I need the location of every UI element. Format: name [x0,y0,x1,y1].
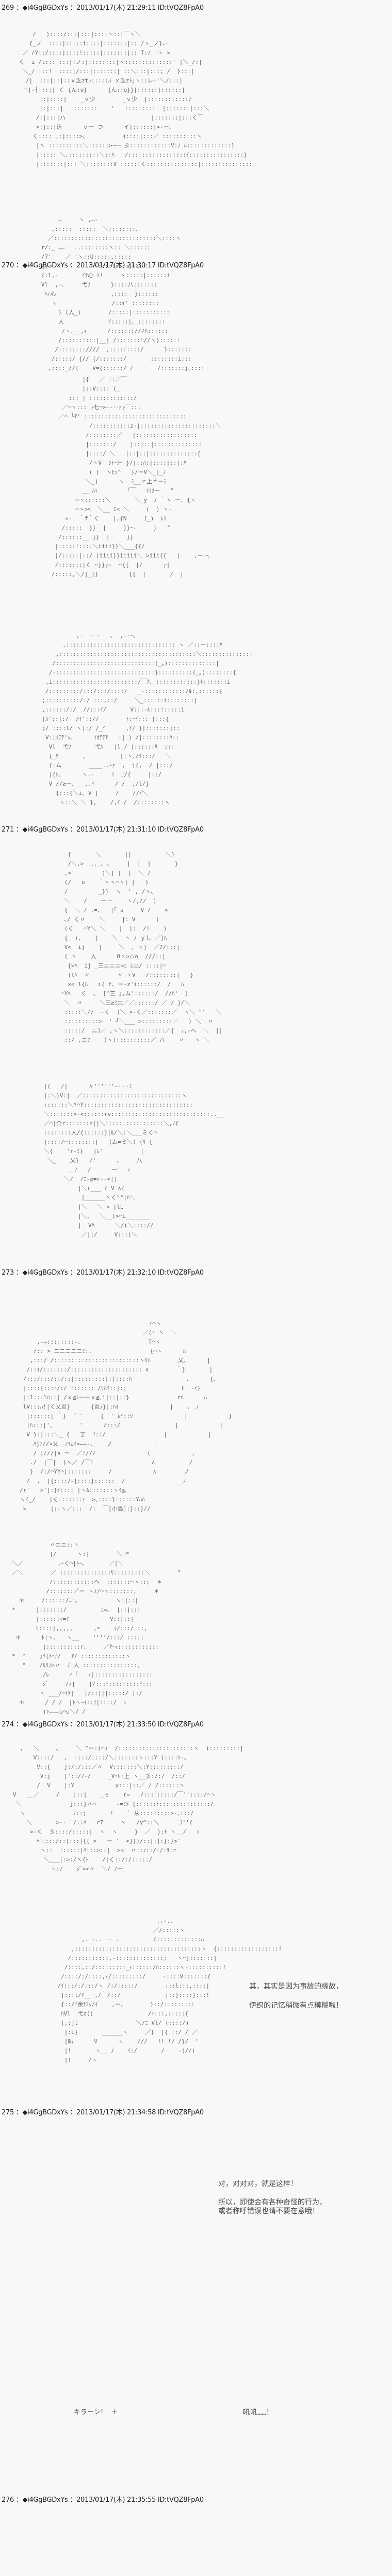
ascii-art-ami-sparkle: 〃ニニ::ヽ |/ ヽ:| ＼|* ＼／ ,ｰく⌒|ﾄｰ､ ／|＼ ／＼ ／ :… [12,1541,181,1715]
ascii-art-iori-laugh: |{ ／ ::／￣ |::V:::: (_ :::_| ::::::::::::… [51,376,221,578]
post-header-274: 274 ：◆i4GgBGDxYs ：2013/01/17(木) 21:33:50… [2,1721,204,1728]
dialogue-line: 所以，即使会有各种奇怪的行为， [218,2198,326,2207]
ascii-art-iori-face: / )::::/:::|:::|::::丶::|￣ヽ＼ {_ノ ::::|:::… [19,31,256,167]
post-header-271: 271 ：◆i4GgBGDxYs ：2013/01/17(木) 21:31:10… [2,826,204,834]
post-header-273: 273 ：◆i4GgBGDxYs ：2013/01/17(木) 21:32:10… [2,1269,204,1277]
ascii-art-ami-hug: , ＼ ､ ＼ ^ー:(⌒) /::::::::::::::::::::::ヽ … [12,1745,243,1872]
dialogue-line: 对，对对对，就是这样！ [218,2180,298,2188]
dialogue-line: 伊织的记忆稍微有点模糊啦！ [249,2002,343,2010]
post-header-270: 270 ：◆i4GgBGDxYs ：2013/01/17(木) 21:30:17… [2,262,204,269]
dialogue-line: 吼吼……！ [243,2409,273,2417]
post-header-269: 269 ：◆i4GgBGDxYs ：2013/01/17(木) 21:29:11… [2,4,204,12]
ascii-art-iori-blur: ,. -―- ､ ,.‐ｰ､ ,::::::::::::::::::::::::… [42,632,253,806]
ascii-art-iori-pose: { ＼ || ＼} /＼,> ,._､ ､ | | | } ,>' )＼| | … [61,851,223,1043]
post-header-276: 276 ：◆i4GgBGDxYs ：2013/01/17(木) 21:35:55… [2,2496,204,2504]
ascii-art-iori-annoyed: ,.-.､ ／/:::::ヽ ,. -.. ―- . {::::::::::::… [44,1917,343,2576]
dialogue-line: 或者称呼错误也请不要在意哦！ [218,2207,319,2215]
post-header-275: 275 ：◆i4GgBGDxYs ：2013/01/17(木) 21:34:58… [2,2109,204,2116]
ascii-art-iori-sweat: ― ヽ ,―- ,::::: ::::: ＼::::::::､ ／:::::::… [41,216,205,371]
ascii-art-ami-cap: |( /| 〃''''''―‥‥ﾐ |:＼)V:| ／:::::::::::::… [43,1083,224,1238]
ascii-art-ami-hand: ｨ⌒ヽ ／(⌒ ヽ ＼ ,-―::::::::-、 T⌒ヽ /:: > ニニニニ… [20,1320,232,1512]
dialogue-line: 其，其实是因为事故的缘故， [249,1982,343,1991]
sound-effect-text: キラーン！ ＋ [74,2409,118,2416]
